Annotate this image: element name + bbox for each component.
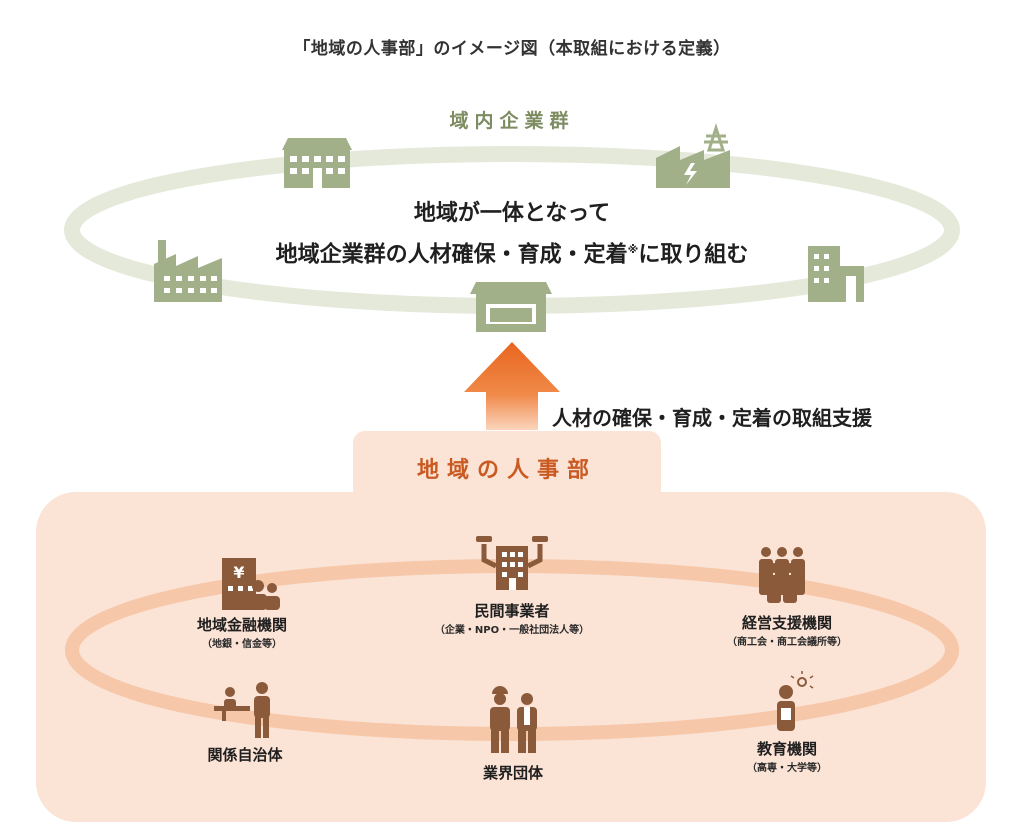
org-education: 教育機関 （高専・大学等）	[712, 738, 862, 774]
message-line-1: 地域が一体となって	[413, 201, 611, 226]
org-name: 教育機関	[756, 740, 817, 758]
regional-hr-tab	[353, 431, 661, 497]
org-industry-association: 業界団体	[438, 762, 588, 783]
central-message: 地域が一体となって 地域企業群の人材確保・育成・定着※に取り組む	[200, 196, 824, 273]
org-name: 経営支援機関	[741, 614, 832, 632]
org-regional-finance: 地域金融機関 （地銀・信金等）	[162, 614, 322, 650]
footnote-mark: ※	[627, 243, 639, 256]
student-idea-icon	[777, 671, 814, 731]
message-line-2: 地域企業群の人材確保・育成・定着※に取り組む	[200, 232, 824, 273]
support-arrow	[464, 342, 560, 430]
org-name: 民間事業者	[474, 602, 550, 620]
city-buildings-icon	[808, 246, 864, 302]
org-private-business: 民間事業者 （企業・NPO・一般社団法人等）	[412, 600, 612, 636]
office-building-icon	[282, 138, 352, 188]
message-line-2-tail: に取り組む	[638, 242, 749, 268]
municipal-counter-icon	[214, 682, 270, 738]
regional-hr-title: 地域の人事部	[416, 458, 597, 483]
message-line-2-main: 地域企業群の人材確保・育成・定着	[275, 242, 628, 268]
regional-hr-ring	[65, 559, 959, 741]
regional-companies-heading: 域内企業群	[449, 110, 575, 132]
org-municipality: 関係自治体	[170, 744, 320, 765]
org-name: 業界団体	[482, 764, 543, 782]
bank-icon: ¥	[222, 558, 280, 610]
support-label: 人材の確保・育成・定着の取組支援	[552, 406, 872, 430]
page-title: 「地域の人事部」のイメージ図（本取組における定義）	[293, 39, 731, 59]
shop-icon	[470, 282, 552, 332]
business-people-icon	[759, 547, 805, 603]
org-sub: （商工会・商工会議所等）	[727, 637, 847, 648]
org-name: 地域金融機関	[196, 616, 287, 634]
power-plant-icon	[656, 123, 730, 188]
org-sub: （企業・NPO・一般社団法人等）	[434, 625, 590, 636]
factory-icon	[154, 240, 222, 302]
org-sub: （地銀・信金等）	[202, 639, 282, 650]
svg-text:¥: ¥	[233, 563, 244, 582]
industry-workers-icon	[490, 686, 537, 753]
strong-building-icon	[476, 536, 548, 590]
org-management-support: 経営支援機関 （商工会・商工会議所等）	[702, 612, 872, 648]
org-name: 関係自治体	[207, 746, 283, 764]
org-sub: （高専・大学等）	[747, 763, 827, 774]
